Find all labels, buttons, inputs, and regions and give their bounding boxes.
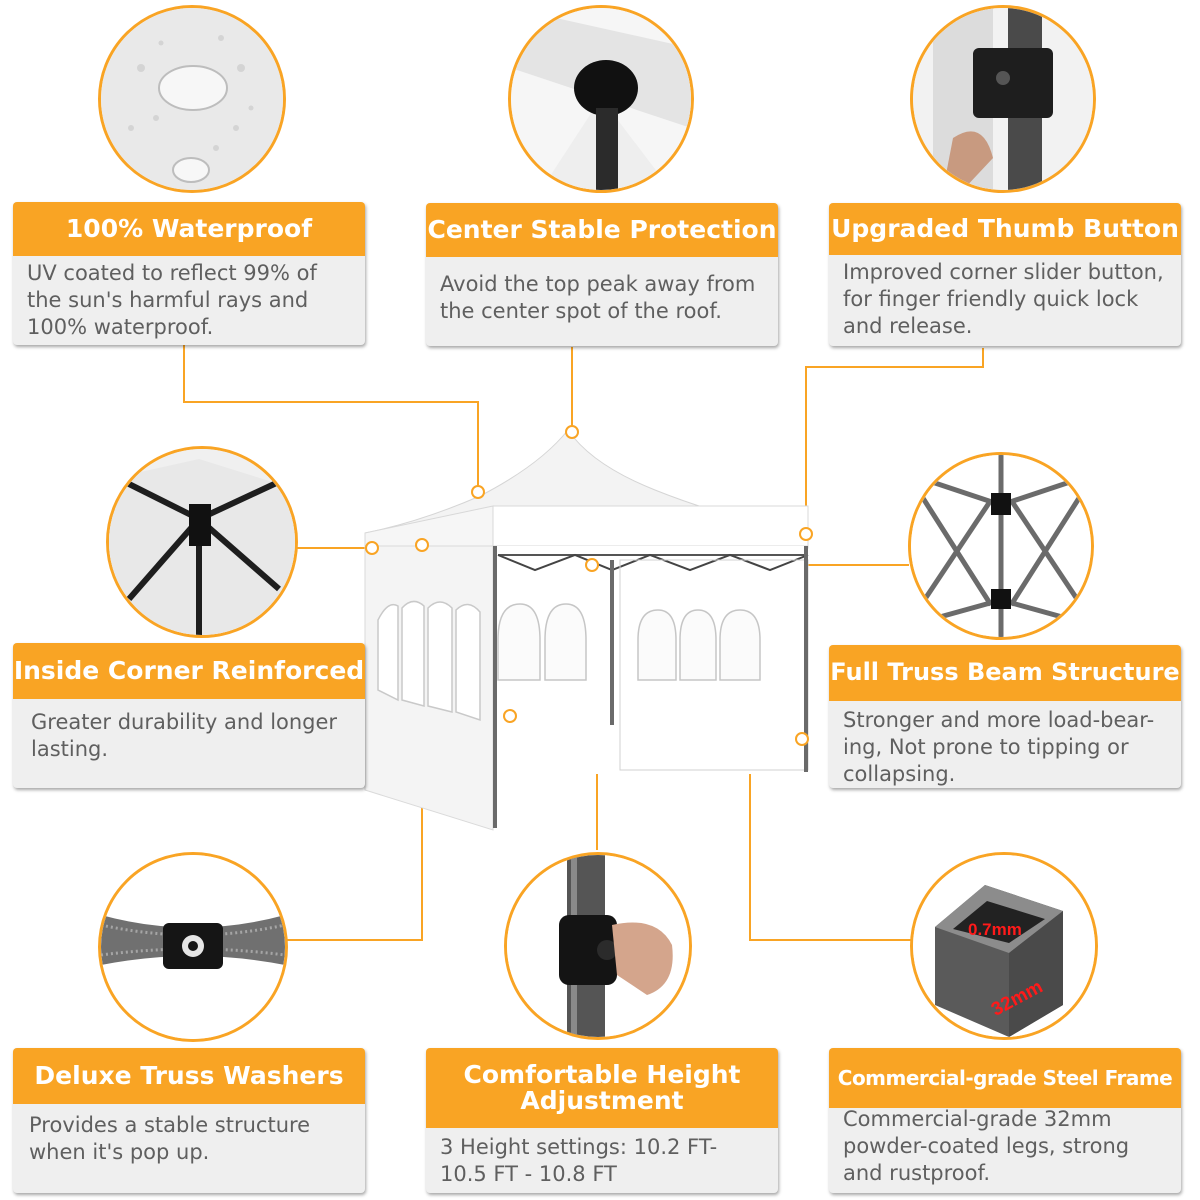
- thumb-button-detail-image: [910, 5, 1096, 193]
- connector-dots: [365, 425, 813, 746]
- feature-card-center-protection: Center Stable Protection Avoid the top p…: [426, 203, 778, 346]
- feature-card-waterproof: 100% Waterproof UV coated to reflect 99%…: [13, 202, 365, 345]
- feature-title: Upgraded Thumb Button: [829, 203, 1181, 255]
- feature-description: 3 Height settings: 10.2 FT- 10.5 FT - 10…: [440, 1135, 718, 1186]
- feature-title: Inside Corner Reinforced: [13, 643, 365, 699]
- feature-title: Full Truss Beam Structure: [829, 645, 1181, 701]
- thickness-label: 0.7mm: [968, 920, 1022, 939]
- corner-reinforced-detail-image: [106, 446, 298, 638]
- truss-washer-detail-image: [98, 852, 288, 1042]
- feature-description: Commercial-grade 32mm powder-coated legs…: [843, 1107, 1130, 1185]
- feature-description: Provides a stable structure when it's po…: [29, 1113, 311, 1164]
- feature-title: Comfortable Height Adjustment: [426, 1048, 778, 1128]
- steel-frame-detail-image: [910, 852, 1098, 1040]
- tent-roof: [364, 429, 809, 549]
- feature-description: UV coated to reflect 99% of the sun's ha…: [27, 261, 317, 339]
- feature-card-truss-washers: Deluxe Truss Washers Provides a stable s…: [13, 1048, 365, 1193]
- height-adjustment-detail-image: [504, 852, 692, 1040]
- feature-title: Center Stable Protection: [426, 203, 778, 257]
- feature-description: Stronger and more load-bear- ing, Not pr…: [843, 708, 1155, 786]
- feature-title: Commercial-grade Steel Frame: [829, 1048, 1181, 1108]
- feature-card-truss-beam: Full Truss Beam Structure Stronger and m…: [829, 645, 1181, 788]
- feature-title: Deluxe Truss Washers: [13, 1048, 365, 1104]
- feature-card-thumb-button: Upgraded Thumb Button Improved corner sl…: [829, 203, 1181, 346]
- tent-front: [493, 546, 809, 774]
- feature-card-height-adjustment: Comfortable Height Adjustment 3 Height s…: [426, 1048, 778, 1193]
- tent-left-sidewall: [364, 545, 494, 831]
- feature-title: 100% Waterproof: [13, 202, 365, 256]
- feature-description: Avoid the top peak away from the center …: [440, 272, 756, 323]
- center-protection-detail-image: [508, 5, 694, 193]
- feature-description: Improved corner slider button, for finge…: [843, 260, 1164, 338]
- feature-card-corner-reinforced: Inside Corner Reinforced Greater durabil…: [13, 643, 365, 788]
- truss-beam-detail-image: [908, 452, 1094, 640]
- waterproof-detail-image: [98, 5, 286, 193]
- feature-card-steel-frame: Commercial-grade Steel Frame Commercial-…: [829, 1048, 1181, 1193]
- feature-description: Greater durability and longer lasting.: [31, 710, 338, 761]
